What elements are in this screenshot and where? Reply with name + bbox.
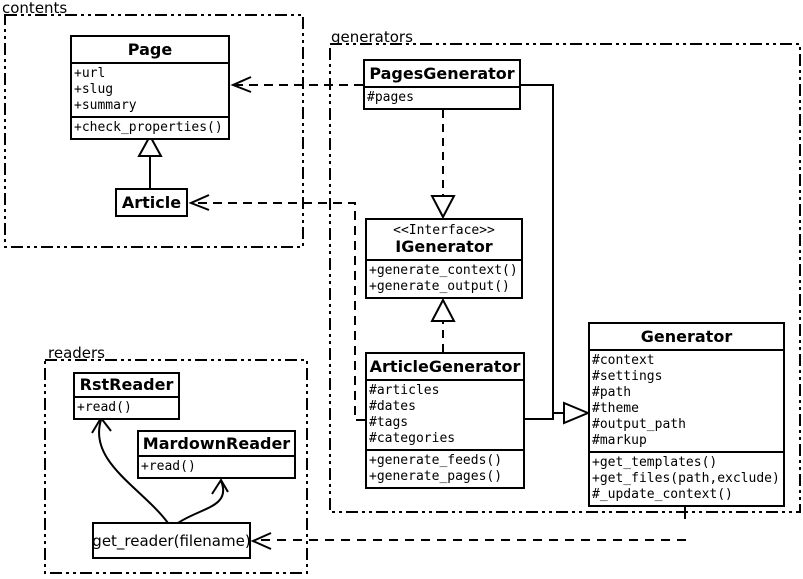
open-arrowhead-icon bbox=[91, 416, 112, 434]
method-row: +generate_context() bbox=[369, 263, 518, 278]
attribute-row: #path bbox=[592, 385, 632, 400]
readers-package-border bbox=[44, 359, 308, 574]
generalization-article-page bbox=[137, 133, 163, 188]
attribute-row: #pages bbox=[367, 90, 414, 105]
class-rstreader: RstReader +read() bbox=[73, 372, 180, 420]
class-igenerator-stereotype: <<Interface>> bbox=[393, 223, 495, 238]
class-articlegenerator-title: ArticleGenerator bbox=[369, 357, 521, 376]
attribute-row: #categories bbox=[369, 431, 456, 446]
class-page-attributes: +url +slug +summary bbox=[72, 62, 228, 116]
open-arrowhead-icon bbox=[230, 76, 252, 93]
class-rstreader-methods: +read() bbox=[75, 396, 178, 418]
class-page-methods: +check_properties() bbox=[72, 116, 228, 138]
get-reader-label: get_reader(filename) bbox=[92, 531, 251, 550]
class-generator-attributes: #context #settings #path #theme #output_… bbox=[590, 349, 783, 451]
curve-getreader-mardownreader bbox=[177, 478, 229, 524]
attribute-row: #context bbox=[592, 353, 655, 368]
contents-package-border bbox=[4, 14, 304, 248]
class-article-title: Article bbox=[121, 193, 182, 212]
get-reader-node: get_reader(filename) bbox=[92, 522, 251, 559]
class-mardownreader: MardownReader +read() bbox=[137, 430, 296, 479]
class-igenerator-title: IGenerator bbox=[395, 237, 493, 256]
class-igenerator-methods: +generate_context() +generate_output() bbox=[367, 259, 521, 297]
attribute-row: #tags bbox=[369, 415, 409, 430]
method-row: #_update_context() bbox=[592, 487, 733, 502]
attribute-row: +url bbox=[74, 66, 106, 81]
dependency-pagesgenerator-page bbox=[230, 76, 363, 93]
open-arrowhead-icon bbox=[188, 194, 210, 211]
realization-articlegenerator-igenerator bbox=[430, 297, 456, 352]
class-page-title: Page bbox=[127, 40, 173, 59]
realization-pagesgenerator-igenerator bbox=[430, 110, 456, 220]
hollow-triangle-icon bbox=[137, 133, 163, 157]
method-row: +generate_output() bbox=[369, 279, 510, 294]
generalization-generators-generator bbox=[520, 84, 591, 425]
dependency-generator-getreader bbox=[250, 502, 686, 550]
open-arrowhead-icon bbox=[211, 478, 229, 495]
method-row: +read() bbox=[141, 459, 196, 474]
method-row: +read() bbox=[77, 400, 132, 415]
method-row: +get_files(path,exclude) bbox=[592, 471, 780, 486]
attribute-row: #settings bbox=[592, 369, 663, 384]
attribute-row: +slug bbox=[74, 82, 114, 97]
class-page: Page +url +slug +summary +check_properti… bbox=[70, 35, 230, 140]
class-articlegenerator-attributes: #articles #dates #tags #categories bbox=[367, 379, 523, 449]
attribute-row: #dates bbox=[369, 399, 416, 414]
method-row: +generate_feeds() bbox=[369, 453, 503, 468]
method-row: +get_templates() bbox=[592, 455, 718, 470]
attribute-row: +summary bbox=[74, 98, 137, 113]
class-articlegenerator-methods: +generate_feeds() +generate_pages() bbox=[367, 449, 523, 487]
contents-package-label: contents bbox=[2, 0, 68, 17]
class-mardownreader-methods: +read() bbox=[139, 455, 294, 477]
class-rstreader-title: RstReader bbox=[79, 375, 174, 394]
class-mardownreader-title: MardownReader bbox=[142, 434, 291, 453]
class-pagesgenerator-attributes: #pages bbox=[365, 86, 519, 108]
generators-package-border bbox=[329, 43, 801, 513]
open-arrowhead-icon bbox=[250, 532, 272, 550]
class-generator-title: Generator bbox=[640, 327, 733, 346]
class-pagesgenerator: PagesGenerator #pages bbox=[363, 59, 521, 110]
hollow-triangle-icon bbox=[563, 401, 591, 425]
attribute-row: #articles bbox=[369, 383, 440, 398]
hollow-triangle-icon bbox=[430, 195, 456, 220]
readers-package-label: readers bbox=[48, 344, 105, 362]
method-row: +check_properties() bbox=[74, 120, 223, 135]
class-generator: Generator #context #settings #path #them… bbox=[588, 322, 785, 507]
dependency-articlegenerator-article bbox=[188, 194, 365, 421]
generators-package-label: generators bbox=[331, 28, 413, 46]
class-pagesgenerator-title: PagesGenerator bbox=[369, 64, 515, 83]
class-igenerator: <<Interface>> IGenerator +generate_conte… bbox=[365, 218, 523, 299]
class-article: Article bbox=[115, 188, 188, 217]
attribute-row: #output_path bbox=[592, 417, 686, 432]
attribute-row: #markup bbox=[592, 433, 647, 448]
hollow-triangle-icon bbox=[430, 297, 456, 322]
class-articlegenerator: ArticleGenerator #articles #dates #tags … bbox=[365, 352, 525, 489]
method-row: +generate_pages() bbox=[369, 469, 503, 484]
attribute-row: #theme bbox=[592, 401, 639, 416]
class-generator-methods: +get_templates() +get_files(path,exclude… bbox=[590, 451, 783, 505]
